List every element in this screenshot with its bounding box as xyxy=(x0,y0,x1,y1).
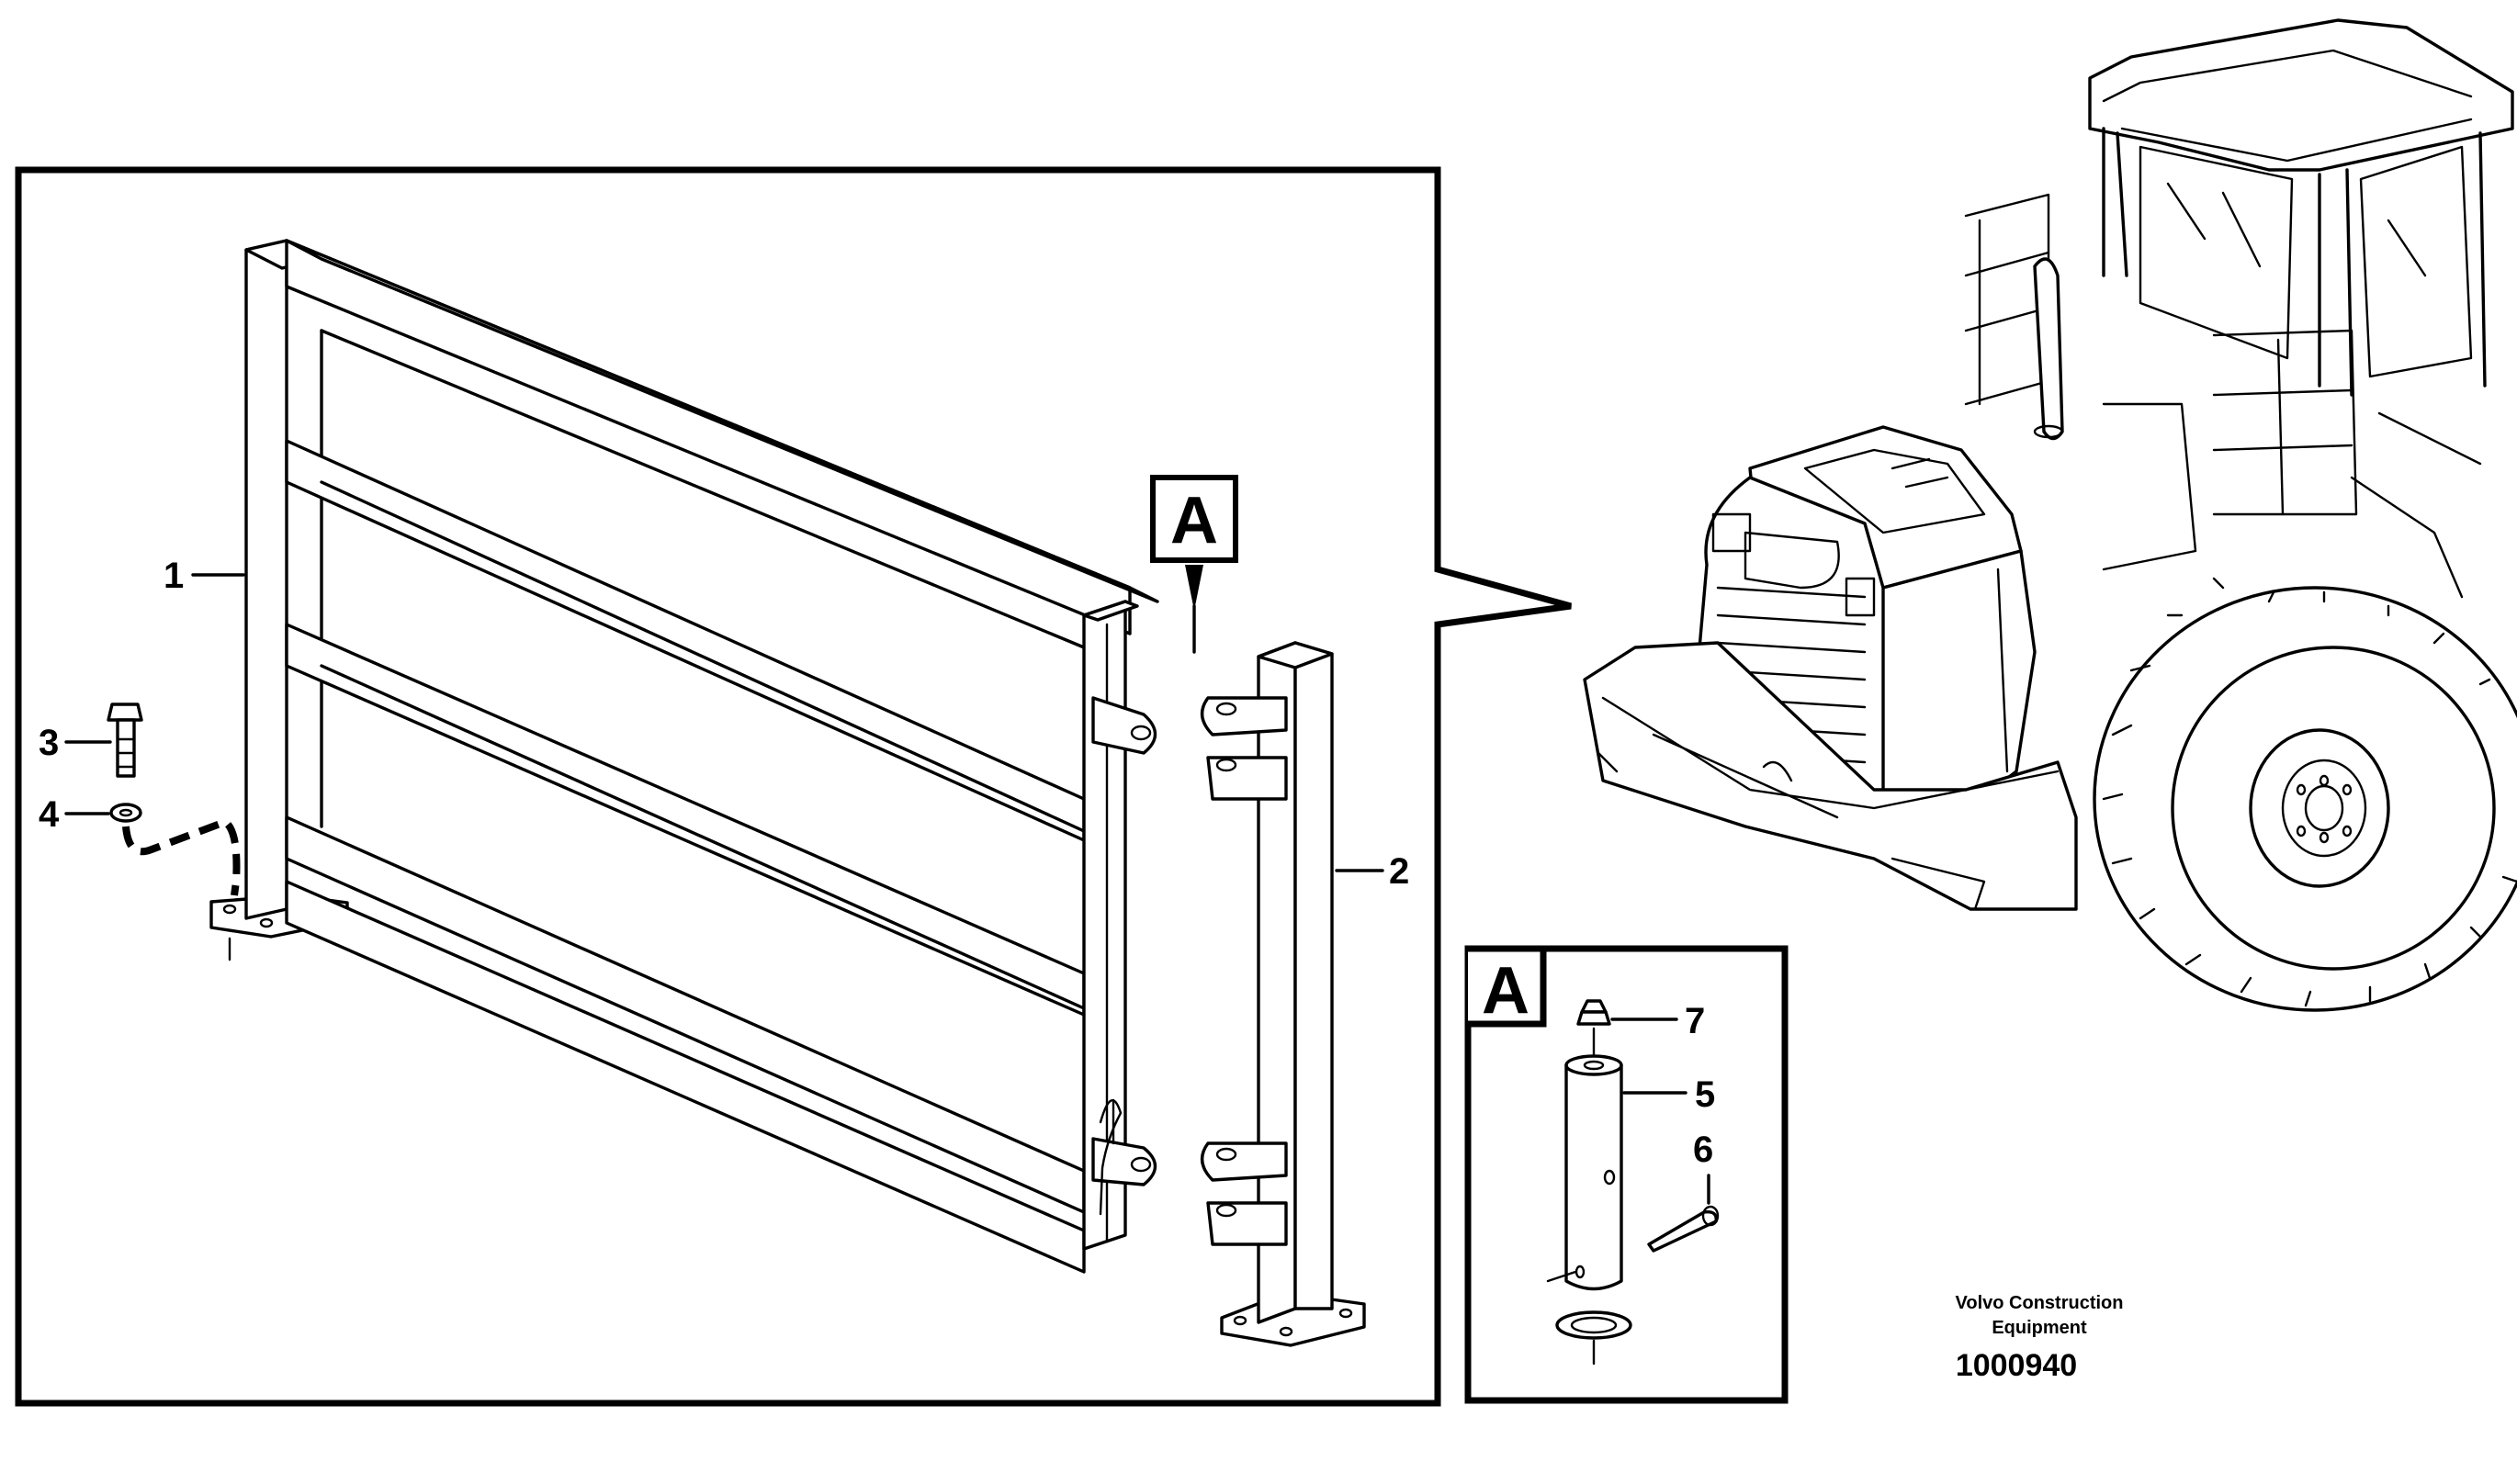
callout-6: 6 xyxy=(1693,1130,1713,1170)
callouts-main: 1 2 3 4 xyxy=(39,556,1409,892)
callout-3: 3 xyxy=(39,723,59,763)
footer: Volvo Construction Equipment 1000940 xyxy=(1956,1293,2124,1383)
company-line-1: Volvo Construction xyxy=(1956,1293,2124,1313)
bolt-and-washer xyxy=(107,703,241,896)
pin-parts: 7 5 6 xyxy=(1546,999,1720,1366)
inset-a-frame: A xyxy=(1464,945,1789,1404)
wheel-loader-illustration xyxy=(1583,18,2517,1012)
callout-1: 1 xyxy=(164,556,184,596)
callout-2: 2 xyxy=(1389,851,1409,892)
wheel xyxy=(2093,577,2517,1012)
callout-5: 5 xyxy=(1695,1074,1715,1115)
inset-a-label: A xyxy=(1482,954,1529,1028)
document-number: 1000940 xyxy=(1956,1348,2077,1383)
detail-a-label: A xyxy=(1170,484,1218,557)
callout-4: 4 xyxy=(39,794,60,835)
company-line-2: Equipment xyxy=(1992,1318,2087,1338)
main-detail-frame xyxy=(15,166,1572,1407)
hinge-post xyxy=(1200,641,1366,1347)
detail-a-marker: A xyxy=(1150,475,1238,654)
callout-7: 7 xyxy=(1685,1001,1705,1041)
gate-assembly xyxy=(209,239,1159,1274)
